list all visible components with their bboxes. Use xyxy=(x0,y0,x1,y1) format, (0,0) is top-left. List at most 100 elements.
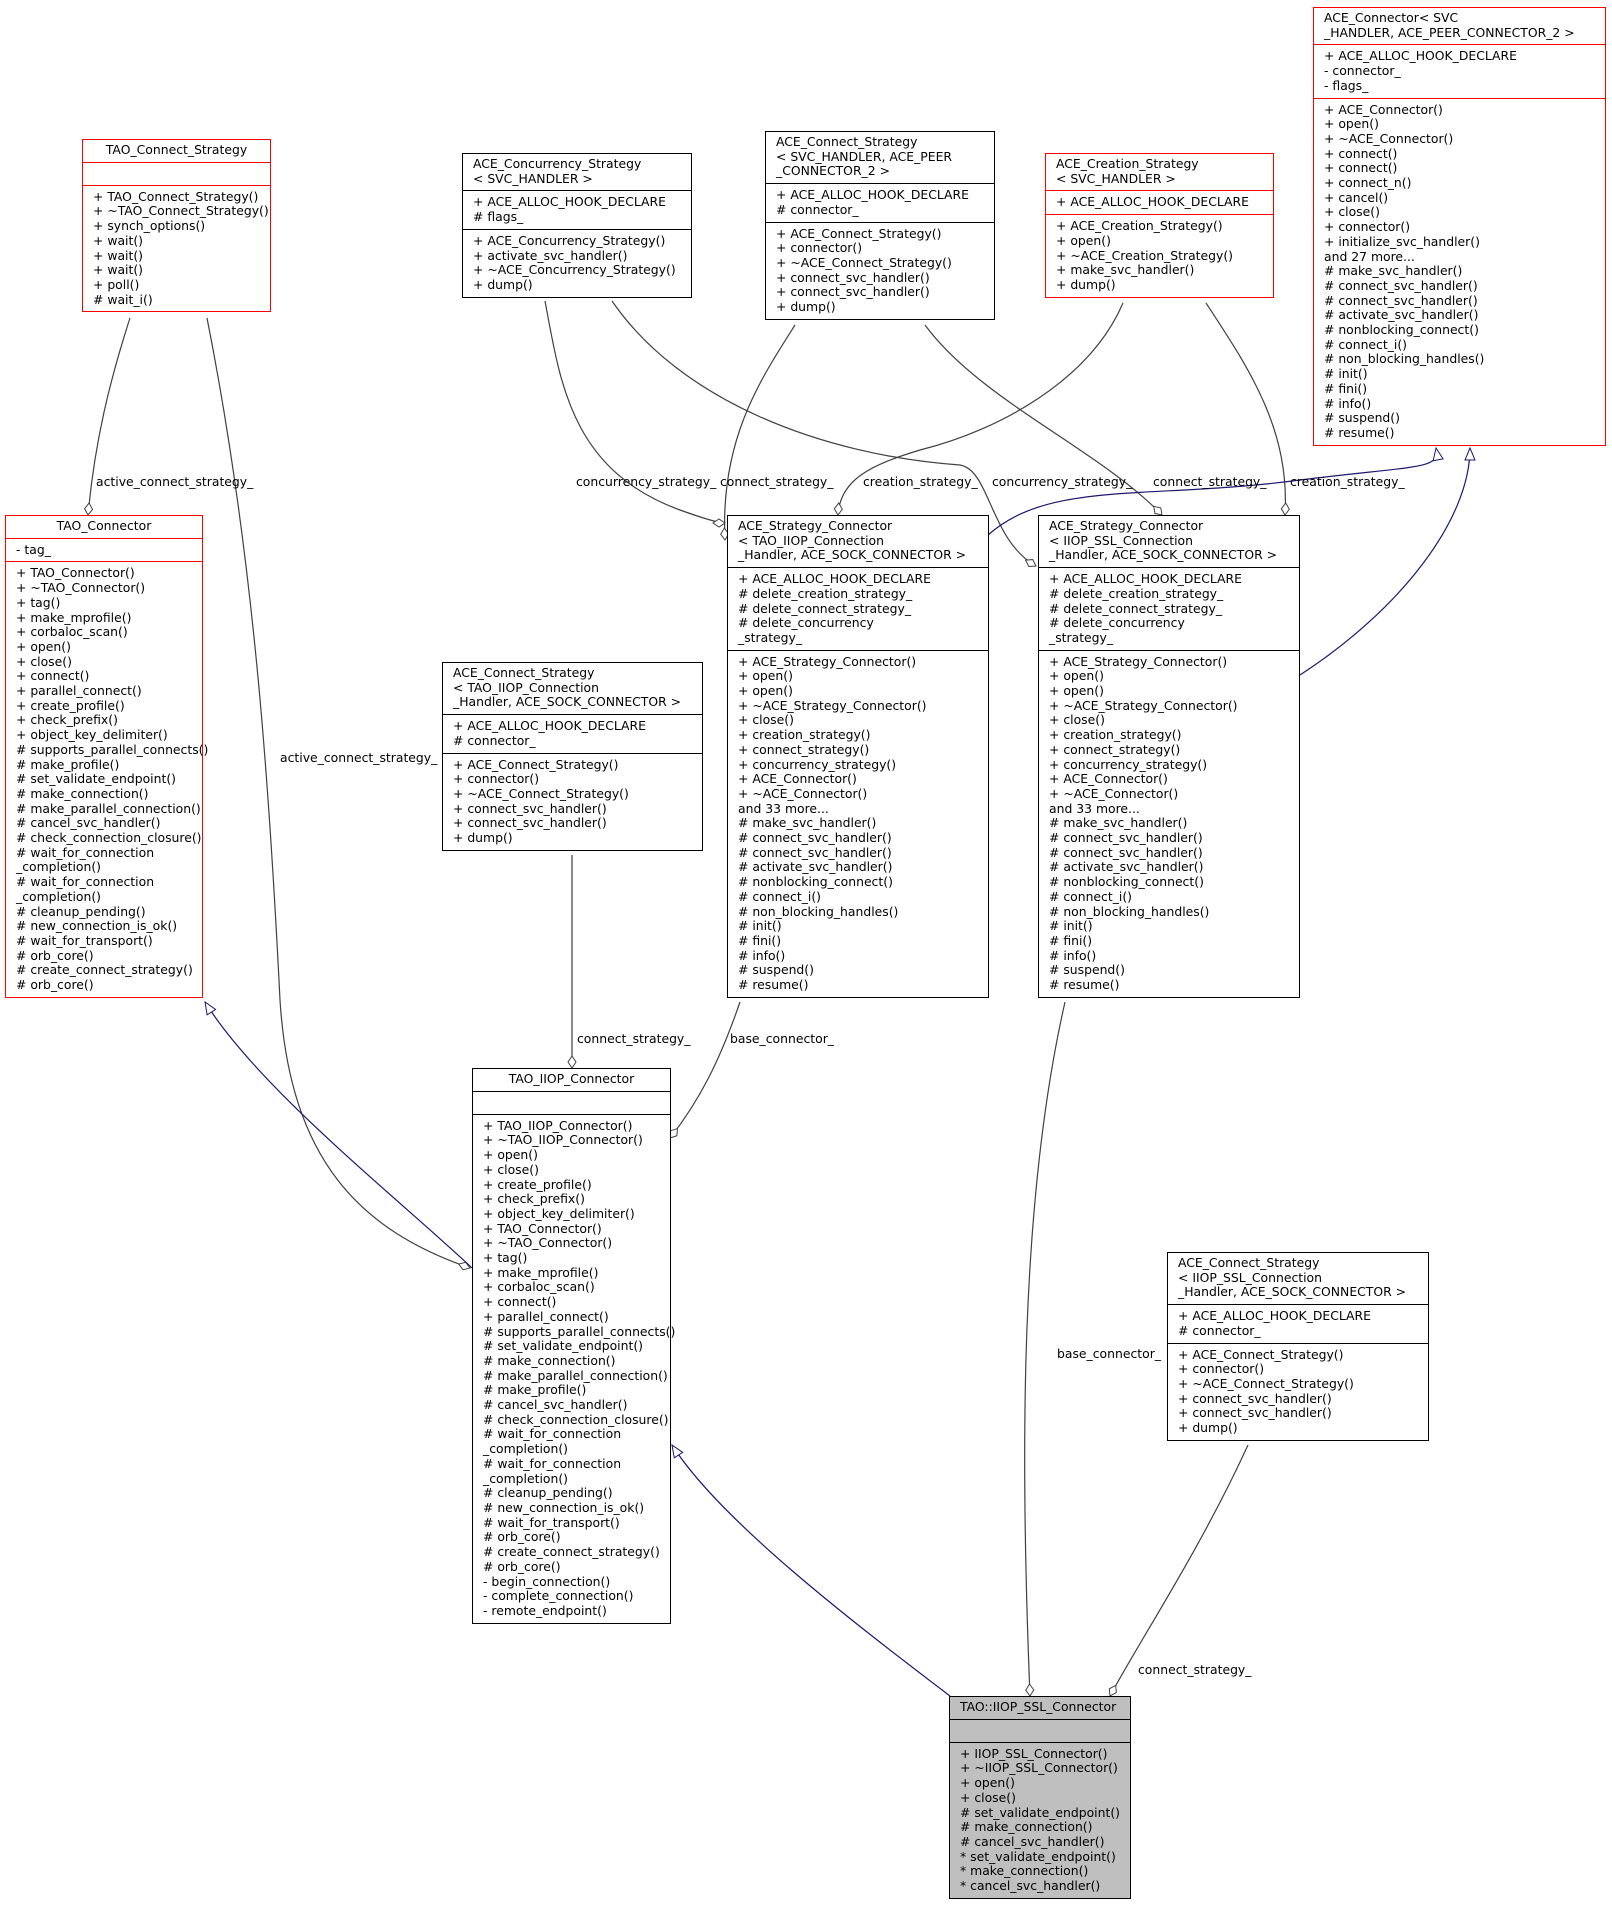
operation-row: # fini() xyxy=(1049,932,1093,948)
operation-row: # connect_svc_handler() xyxy=(1324,292,1478,308)
operation-row: # set_validate_endpoint() xyxy=(16,771,177,787)
operation-row: + connect_svc_handler() xyxy=(1178,1390,1332,1406)
class-title: ACE_Connect_Strategy < SVC_HANDLER, ACE_… xyxy=(776,134,953,179)
attribute-row: # connector_ xyxy=(776,201,859,217)
operation-row: # non_blocking_handles() xyxy=(1049,903,1210,919)
attribute-row: # delete_connect_strategy_ xyxy=(738,600,912,616)
operation-row: + ACE_Connect_Strategy() xyxy=(776,225,942,241)
attributes-section: + ACE_ALLOC_HOOK_DECLARE- connector_- fl… xyxy=(1314,44,1605,97)
edge-concurrency-to-ssl-strategy-connector xyxy=(611,300,1037,568)
operation-row: + ~ACE_Connector() xyxy=(1049,785,1179,801)
edge-label: base_connector_ xyxy=(730,1031,835,1046)
edge-creation-to-ssl-strategy-connector xyxy=(1205,302,1290,516)
operation-row: + connect_strategy() xyxy=(738,741,870,757)
class-node-ace-concurrency-strategy[interactable]: ACE_Concurrency_Strategy < SVC_HANDLER >… xyxy=(462,153,692,298)
operation-row: + connect_svc_handler() xyxy=(1178,1405,1332,1421)
operation-row: + connect_svc_handler() xyxy=(453,800,607,816)
operation-row: # cancel_svc_handler() xyxy=(960,1833,1105,1849)
operations-section: + TAO_Connect_Strategy()+ ~TAO_Connect_S… xyxy=(83,184,270,312)
operation-row: + open() xyxy=(1324,116,1379,132)
edge-label: active_connect_strategy_ xyxy=(280,750,438,765)
class-node-ace-connector[interactable]: ACE_Connector< SVC _HANDLER, ACE_PEER_CO… xyxy=(1313,7,1606,446)
operation-row: + ACE_Strategy_Connector() xyxy=(738,653,917,669)
operation-row: + close() xyxy=(1049,712,1105,728)
operations-section: + ACE_Connect_Strategy()+ connector()+ ~… xyxy=(1168,1342,1428,1440)
attribute-row: - tag_ xyxy=(16,541,51,557)
operation-row: * make_connection() xyxy=(960,1863,1089,1879)
operation-row: # wait_i() xyxy=(93,291,153,307)
operation-row: # orb_core() xyxy=(483,1558,561,1574)
operation-row: # make_connection() xyxy=(483,1352,616,1368)
operation-row: # init() xyxy=(738,918,782,934)
class-node-tao-iiop-connector[interactable]: TAO_IIOP_Connector+ TAO_IIOP_Connector()… xyxy=(472,1068,675,1624)
class-node-ace-strategy-connector-ssl[interactable]: ACE_Strategy_Connector < IIOP_SSL_Connec… xyxy=(1038,515,1300,998)
operation-row: + wait() xyxy=(93,262,144,278)
class-title: TAO::IIOP_SSL_Connector xyxy=(960,1699,1117,1714)
operation-row: + dump() xyxy=(453,830,513,846)
class-title: ACE_Strategy_Connector < TAO_IIOP_Connec… xyxy=(738,518,967,563)
operations-section: + ACE_Strategy_Connector()+ open()+ open… xyxy=(728,649,988,997)
class-node-tao-connect-strategy[interactable]: TAO_Connect_Strategy + TAO_Connect_Strate… xyxy=(82,139,271,313)
operation-row: # fini() xyxy=(738,932,782,948)
operation-row: # info() xyxy=(738,947,786,963)
class-node-tao-connector[interactable]: TAO_Connector- tag_+ TAO_Connector()+ ~T… xyxy=(5,515,208,998)
operation-row: # activate_svc_handler() xyxy=(1324,307,1479,323)
operation-row: + open() xyxy=(960,1775,1015,1791)
operation-row: * set_validate_endpoint() xyxy=(960,1848,1116,1864)
operation-row: # nonblocking_connect() xyxy=(1324,322,1479,338)
operation-row: + ACE_Connector() xyxy=(738,771,857,787)
operation-row: # connect_svc_handler() xyxy=(738,830,892,846)
operation-row: + ~TAO_Connect_Strategy() xyxy=(93,203,269,219)
operation-row: * cancel_svc_handler() xyxy=(960,1878,1101,1894)
operation-row: + creation_strategy() xyxy=(738,727,871,743)
operation-row: + TAO_Connector() xyxy=(16,565,135,581)
operation-row: and 27 more... xyxy=(1324,248,1415,264)
operation-row: # suspend() xyxy=(738,962,814,978)
attribute-row: - flags_ xyxy=(1324,77,1369,93)
edge-connect-strategy-peer-to-ssl-strategy-connector xyxy=(924,324,1163,516)
operation-row: + connect_n() xyxy=(1324,175,1412,191)
operation-row: + close() xyxy=(1324,204,1380,220)
attributes-section: + ACE_ALLOC_HOOK_DECLARE# connector_ xyxy=(766,183,994,221)
operation-row: + close() xyxy=(738,712,794,728)
attributes-section: + ACE_ALLOC_HOOK_DECLARE# delete_creatio… xyxy=(1039,567,1299,650)
attributes-section xyxy=(83,161,270,185)
operation-row: + TAO_Connector() xyxy=(483,1220,602,1236)
class-node-ace-strategy-connector-iiop[interactable]: ACE_Strategy_Connector < TAO_IIOP_Connec… xyxy=(727,515,989,998)
operation-row: + object_key_delimiter() xyxy=(16,727,168,743)
operation-row: # fini() xyxy=(1324,380,1368,396)
operation-row: - begin_connection() xyxy=(483,1573,611,1589)
operation-row: + make_mprofile() xyxy=(483,1264,599,1280)
operation-row: + ACE_Creation_Strategy() xyxy=(1056,218,1223,234)
operation-row: + connector() xyxy=(1178,1361,1265,1377)
operation-row: + ~TAO_Connector() xyxy=(483,1235,613,1251)
class-node-ace-connect-strategy-iiop[interactable]: ACE_Connect_Strategy < TAO_IIOP_Connecti… xyxy=(442,662,703,851)
operation-row: + check_prefix() xyxy=(16,712,118,728)
attribute-row: # delete_creation_strategy_ xyxy=(738,585,913,601)
operation-row: # make_connection() xyxy=(960,1819,1093,1835)
edge-label: connect_strategy_ xyxy=(720,474,834,489)
class-node-ace-creation-strategy[interactable]: ACE_Creation_Strategy < SVC_HANDLER >+ A… xyxy=(1045,153,1274,298)
class-title: ACE_Strategy_Connector < IIOP_SSL_Connec… xyxy=(1049,518,1278,563)
edge-creation-to-iiop-strategy-connector xyxy=(833,302,1124,516)
operation-row: # non_blocking_handles() xyxy=(1324,351,1485,367)
class-node-ace-connect-strategy-ssl[interactable]: ACE_Connect_Strategy < IIOP_SSL_Connecti… xyxy=(1167,1252,1429,1441)
operation-row: + dump() xyxy=(776,299,836,315)
operations-section: + ACE_Connect_Strategy()+ connector()+ ~… xyxy=(443,752,702,850)
edge-label: concurrency_strategy_ xyxy=(992,474,1133,489)
attribute-row: + ACE_ALLOC_HOOK_DECLARE xyxy=(1324,48,1517,64)
attribute-row: + ACE_ALLOC_HOOK_DECLARE xyxy=(1178,1308,1371,1324)
class-node-iiop-ssl-connector[interactable]: TAO::IIOP_SSL_Connector+ IIOP_SSL_Connec… xyxy=(949,1696,1131,1899)
operation-row: - remote_endpoint() xyxy=(483,1602,607,1618)
operation-row: # set_validate_endpoint() xyxy=(960,1804,1121,1820)
operation-row: # new_connection_is_ok() xyxy=(16,918,178,934)
operation-row: # cancel_svc_handler() xyxy=(483,1397,628,1413)
class-title: TAO_Connect_Strategy xyxy=(105,142,248,157)
operation-row: # cleanup_pending() xyxy=(16,903,146,919)
class-title: ACE_Connector< SVC _HANDLER, ACE_PEER_CO… xyxy=(1324,10,1575,40)
class-node-ace-connect-strategy-peer[interactable]: ACE_Connect_Strategy < SVC_HANDLER, ACE_… xyxy=(765,131,995,320)
operation-row: + connect_svc_handler() xyxy=(776,269,930,285)
operation-row: # create_connect_strategy() xyxy=(16,962,193,978)
attribute-row: - connector_ xyxy=(1324,63,1401,79)
operation-row: # orb_core() xyxy=(483,1529,561,1545)
